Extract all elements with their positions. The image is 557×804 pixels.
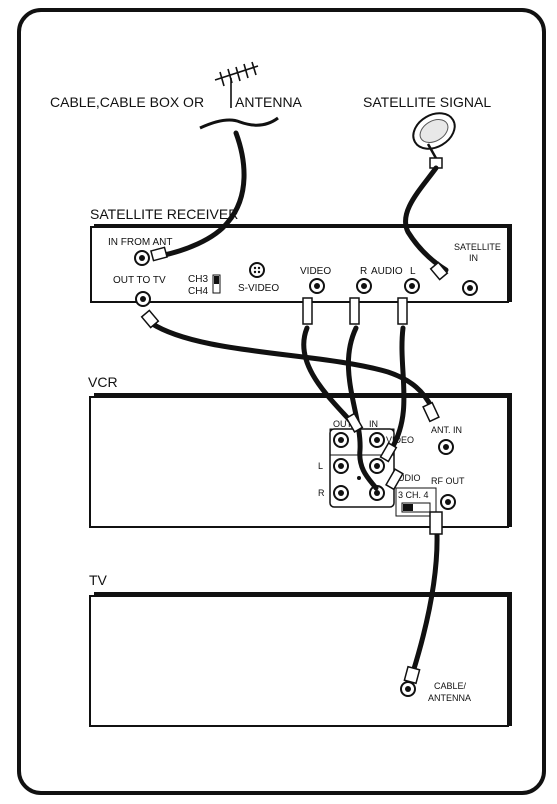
cable-source-wire	[199, 116, 279, 130]
plug-rf-out	[429, 511, 443, 535]
vcr-title: VCR	[88, 374, 118, 390]
vcr-channel-switch-label: 3 CH. 4	[398, 490, 429, 500]
satellite-in-connector	[462, 280, 478, 296]
vcr-panel-dot	[357, 476, 361, 480]
plug-receiver-audio-r	[349, 297, 360, 325]
plug-vcr-ant-in	[422, 401, 440, 423]
cable-antenna-to-receiver	[157, 130, 247, 259]
tv-cable-antenna-connector	[400, 681, 416, 697]
tv-box	[89, 592, 512, 727]
in-from-ant-connector	[134, 250, 150, 266]
channel-switch-icon	[212, 274, 221, 294]
plug-vcr-audio-r	[385, 468, 404, 491]
ch3-label: CH3	[188, 274, 208, 285]
vcr-in-label: IN	[369, 419, 378, 429]
vcr-audio-out-r-connector	[333, 485, 349, 501]
plug-satellite-in	[429, 261, 449, 281]
vcr-audio-in-l-connector	[369, 458, 385, 474]
satellite-receiver-title: SATELLITE RECEIVER	[90, 206, 238, 222]
receiver-audio-l-label: L	[410, 266, 416, 277]
antenna-label: ANTENNA	[235, 94, 303, 110]
plug-receiver-video	[302, 297, 313, 325]
cable-rf-out-to-tv	[410, 531, 440, 675]
cable-receiver-to-vcr-ant-in	[148, 320, 435, 411]
outer-frame	[17, 8, 546, 795]
receiver-audio-r-connector	[356, 278, 372, 294]
tv-input-label-2: ANTENNA	[428, 693, 471, 703]
out-to-tv-connector	[135, 291, 151, 307]
plug-tv-input	[403, 665, 421, 685]
in-from-ant-label: IN FROM ANT	[108, 237, 172, 248]
s-video-connector	[249, 262, 265, 278]
vcr-channel-switch	[395, 487, 437, 517]
satellite-signal-label: SATELLITE SIGNAL	[363, 94, 491, 110]
tv-title: TV	[89, 572, 108, 588]
vcr-video-out-connector	[333, 432, 349, 448]
cable-dish-to-satellite-in	[403, 165, 449, 273]
cables	[148, 130, 449, 675]
cable-source-label: CABLE,CABLE BOX OR	[50, 94, 204, 110]
plug-in-from-ant	[150, 246, 168, 262]
antenna-icon	[214, 61, 259, 108]
vcr-l-label: L	[318, 461, 323, 471]
vcr-ant-in-label: ANT. IN	[431, 425, 462, 435]
ch4-label: CH4	[188, 286, 208, 297]
tv-input-label-1: CABLE/	[434, 681, 467, 691]
vcr-r-label: R	[318, 488, 325, 498]
satellite-in-label-2: IN	[469, 253, 478, 263]
cable-audio-l-to-vcr	[389, 325, 407, 451]
out-to-tv-label: OUT TO TV	[113, 275, 166, 286]
receiver-video-label: VIDEO	[300, 266, 331, 277]
vcr-rf-out-connector	[440, 494, 456, 510]
cable-video-to-vcr	[301, 325, 357, 428]
vcr-video-label: VIDEO	[386, 435, 414, 445]
satellite-dish-icon	[412, 112, 456, 169]
plug-out-to-tv	[140, 309, 160, 329]
satellite-in-label-1: SATELLITE	[454, 242, 501, 252]
cable-plugs	[140, 246, 449, 685]
plug-vcr-audio-l	[379, 442, 398, 463]
receiver-audio-label: AUDIO	[371, 266, 403, 277]
vcr-out-label: OUT	[333, 419, 353, 429]
receiver-audio-r-label: R	[360, 266, 367, 277]
vcr-video-in-connector	[369, 432, 385, 448]
vcr-ant-in-connector	[438, 439, 454, 455]
plug-receiver-audio-l	[397, 297, 408, 325]
vcr-rf-out-label: RF OUT	[431, 476, 465, 486]
satellite-receiver-box	[90, 224, 512, 303]
vcr-audio-label: AUDIO	[392, 473, 421, 483]
plug-vcr-video	[345, 412, 364, 433]
receiver-video-connector	[309, 278, 325, 294]
receiver-audio-l-connector	[404, 278, 420, 294]
vcr-audio-out-l-connector	[333, 458, 349, 474]
s-video-label: S-VIDEO	[238, 283, 279, 294]
cable-audio-r-to-vcr	[345, 325, 379, 491]
